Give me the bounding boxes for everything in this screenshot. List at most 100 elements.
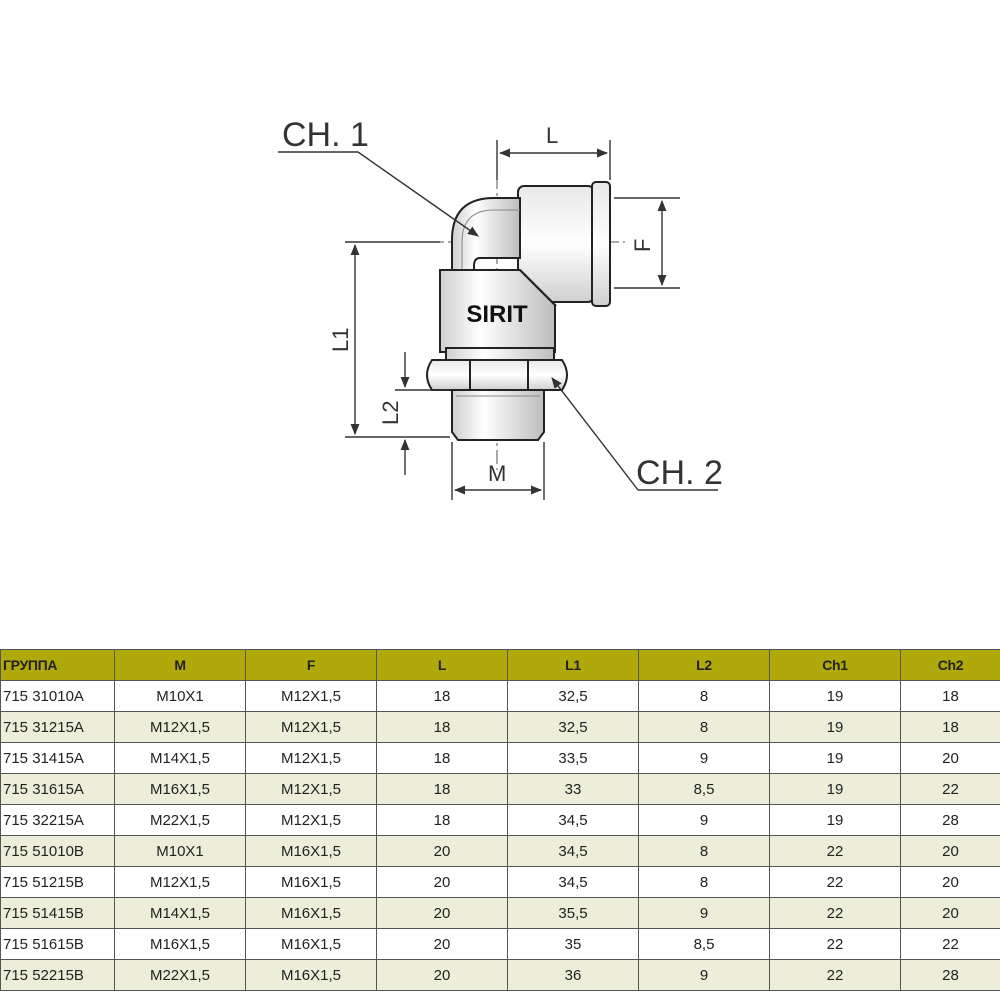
header-f: F <box>245 649 377 681</box>
cell-group: 715 51415B <box>0 897 115 929</box>
cell-f: M12X1,5 <box>245 742 377 774</box>
hex-nut <box>426 359 568 391</box>
fitting-technical-drawing: SIRIT CH. <box>278 116 723 500</box>
header-l2: L2 <box>638 649 770 681</box>
cell-l: 18 <box>376 680 508 712</box>
cell-l2: 9 <box>638 959 770 991</box>
thread-stem <box>451 389 545 441</box>
dim-f-label: F <box>630 239 655 252</box>
cell-l1: 33 <box>507 773 639 805</box>
cell-ch1: 19 <box>769 742 901 774</box>
cell-f: M12X1,5 <box>245 711 377 743</box>
cell-l1: 33,5 <box>507 742 639 774</box>
cell-m: M16X1,5 <box>114 928 246 960</box>
elbow-tube <box>451 197 521 273</box>
cell-f: M16X1,5 <box>245 835 377 867</box>
cell-m: M10X1 <box>114 835 246 867</box>
cell-l2: 8 <box>638 835 770 867</box>
dim-m-label: M <box>488 461 506 486</box>
ch2-label: CH. 2 <box>636 454 723 492</box>
cell-l1: 34,5 <box>507 866 639 898</box>
cell-group: 715 51615B <box>0 928 115 960</box>
cell-m: M14X1,5 <box>114 742 246 774</box>
cell-l: 20 <box>376 897 508 929</box>
dim-l-label: L <box>546 123 558 148</box>
cell-l2: 8,5 <box>638 928 770 960</box>
cell-l2: 8 <box>638 866 770 898</box>
cell-ch2: 18 <box>900 711 1000 743</box>
cell-ch1: 22 <box>769 897 901 929</box>
cell-ch1: 19 <box>769 773 901 805</box>
cell-l: 18 <box>376 742 508 774</box>
cell-f: M16X1,5 <box>245 928 377 960</box>
header-l: L <box>376 649 508 681</box>
ch1-label: CH. 1 <box>282 116 369 154</box>
cell-ch2: 20 <box>900 866 1000 898</box>
cell-l: 20 <box>376 835 508 867</box>
cell-group: 715 51215B <box>0 866 115 898</box>
cell-l2: 9 <box>638 804 770 836</box>
cell-ch1: 19 <box>769 804 901 836</box>
cell-ch2: 28 <box>900 804 1000 836</box>
cell-l: 18 <box>376 804 508 836</box>
cell-ch2: 22 <box>900 773 1000 805</box>
cell-l2: 8 <box>638 711 770 743</box>
cell-group: 715 32215A <box>0 804 115 836</box>
cell-m: M12X1,5 <box>114 711 246 743</box>
cell-l2: 9 <box>638 897 770 929</box>
cell-ch2: 20 <box>900 742 1000 774</box>
cell-m: M22X1,5 <box>114 804 246 836</box>
dimension-lines <box>278 140 718 500</box>
header-ch1: Ch1 <box>769 649 901 681</box>
brand-logo: SIRIT <box>466 301 528 328</box>
header-m: M <box>114 649 246 681</box>
cell-group: 715 31615A <box>0 773 115 805</box>
cell-f: M16X1,5 <box>245 866 377 898</box>
cell-l2: 8 <box>638 680 770 712</box>
cell-f: M12X1,5 <box>245 773 377 805</box>
cell-ch1: 19 <box>769 711 901 743</box>
table-header-row: ГРУППА M F L L1 L2 Ch1 Ch2 <box>0 649 1000 681</box>
cell-l1: 35,5 <box>507 897 639 929</box>
dim-l2-label: L2 <box>378 401 403 425</box>
cell-ch2: 18 <box>900 680 1000 712</box>
cell-l: 20 <box>376 959 508 991</box>
cell-l1: 34,5 <box>507 804 639 836</box>
cell-ch2: 28 <box>900 959 1000 991</box>
cell-m: M12X1,5 <box>114 866 246 898</box>
cell-group: 715 31215A <box>0 711 115 743</box>
cell-group: 715 51010B <box>0 835 115 867</box>
cell-ch1: 22 <box>769 959 901 991</box>
cell-group: 715 52215B <box>0 959 115 991</box>
cell-l1: 32,5 <box>507 711 639 743</box>
cell-ch1: 19 <box>769 680 901 712</box>
female-port-body <box>517 181 611 307</box>
dim-l1-label: L1 <box>328 328 353 352</box>
cell-group: 715 31415A <box>0 742 115 774</box>
cell-m: M16X1,5 <box>114 773 246 805</box>
cell-l: 20 <box>376 928 508 960</box>
cell-l1: 35 <box>507 928 639 960</box>
cell-ch2: 20 <box>900 835 1000 867</box>
cell-l1: 36 <box>507 959 639 991</box>
cell-f: M16X1,5 <box>245 959 377 991</box>
cell-m: M14X1,5 <box>114 897 246 929</box>
cell-f: M12X1,5 <box>245 804 377 836</box>
cell-f: M16X1,5 <box>245 897 377 929</box>
cell-l2: 8,5 <box>638 773 770 805</box>
cell-l1: 32,5 <box>507 680 639 712</box>
header-l1: L1 <box>507 649 639 681</box>
cell-m: M22X1,5 <box>114 959 246 991</box>
cell-f: M12X1,5 <box>245 680 377 712</box>
header-group: ГРУППА <box>0 649 115 681</box>
cell-l: 20 <box>376 866 508 898</box>
cell-ch1: 22 <box>769 866 901 898</box>
cell-group: 715 31010A <box>0 680 115 712</box>
